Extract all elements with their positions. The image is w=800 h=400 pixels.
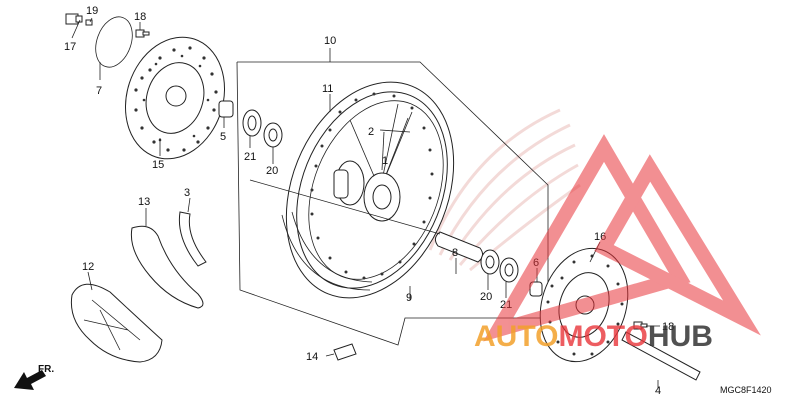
rim-band-9 [281, 211, 373, 291]
dust-seal-21-right [499, 257, 519, 283]
callout-12: 12 [82, 261, 94, 273]
spacer-6 [529, 281, 543, 297]
tire-12 [70, 283, 163, 363]
callout-21-left: 21 [244, 151, 256, 163]
callout-2: 2 [368, 126, 374, 138]
bolt-18-top [135, 29, 150, 38]
callout-18-top: 18 [134, 11, 146, 23]
callout-17: 17 [64, 41, 76, 53]
front-label: FR. [38, 364, 54, 375]
o-ring-7 [95, 16, 133, 68]
callout-9: 9 [406, 292, 412, 304]
callout-11: 11 [322, 83, 333, 95]
watermark: AUTOMOTOHUB [474, 134, 761, 353]
label-tag-14 [333, 343, 357, 361]
callout-20-right: 20 [480, 291, 492, 303]
callout-labels: 1 2 3 4 5 6 7 8 9 10 11 12 13 14 15 16 1… [64, 5, 674, 397]
callout-3: 3 [184, 187, 190, 199]
callout-10: 10 [324, 35, 336, 47]
callout-20-left: 20 [266, 165, 278, 177]
brake-disc-left [124, 36, 226, 160]
watermark-logo-icon [483, 134, 761, 342]
front-axle-4 [621, 331, 701, 381]
bolt-19 [85, 19, 93, 26]
callout-7: 7 [96, 85, 102, 97]
callout-13: 13 [138, 196, 150, 208]
dust-seal-21-left [242, 109, 262, 137]
callout-18-lower: 18 [662, 321, 674, 333]
front-direction-indicator: FR. [14, 364, 54, 390]
watermark-text: AUTOMOTOHUB [474, 320, 713, 353]
callout-1: 1 [382, 155, 388, 167]
distance-collar-8 [434, 231, 484, 263]
rim-band-3 [178, 211, 207, 267]
wheel-assembly-outline [236, 61, 549, 346]
bearing-20-left [263, 122, 283, 148]
tube-13 [130, 225, 204, 309]
callout-8: 8 [452, 247, 458, 259]
callout-4: 4 [655, 385, 661, 397]
callout-19: 19 [86, 5, 98, 17]
bolt-18-lower [633, 321, 648, 330]
wheel-hub [333, 160, 401, 222]
bolt-17 [65, 13, 83, 25]
diagram-code: MGC8F1420 [720, 385, 772, 395]
callout-14: 14 [306, 351, 318, 363]
callout-15: 15 [152, 159, 164, 171]
bearing-20-right [480, 249, 500, 275]
callout-5: 5 [220, 131, 226, 143]
leader-lines [71, 17, 660, 388]
spacer-5 [218, 100, 234, 118]
